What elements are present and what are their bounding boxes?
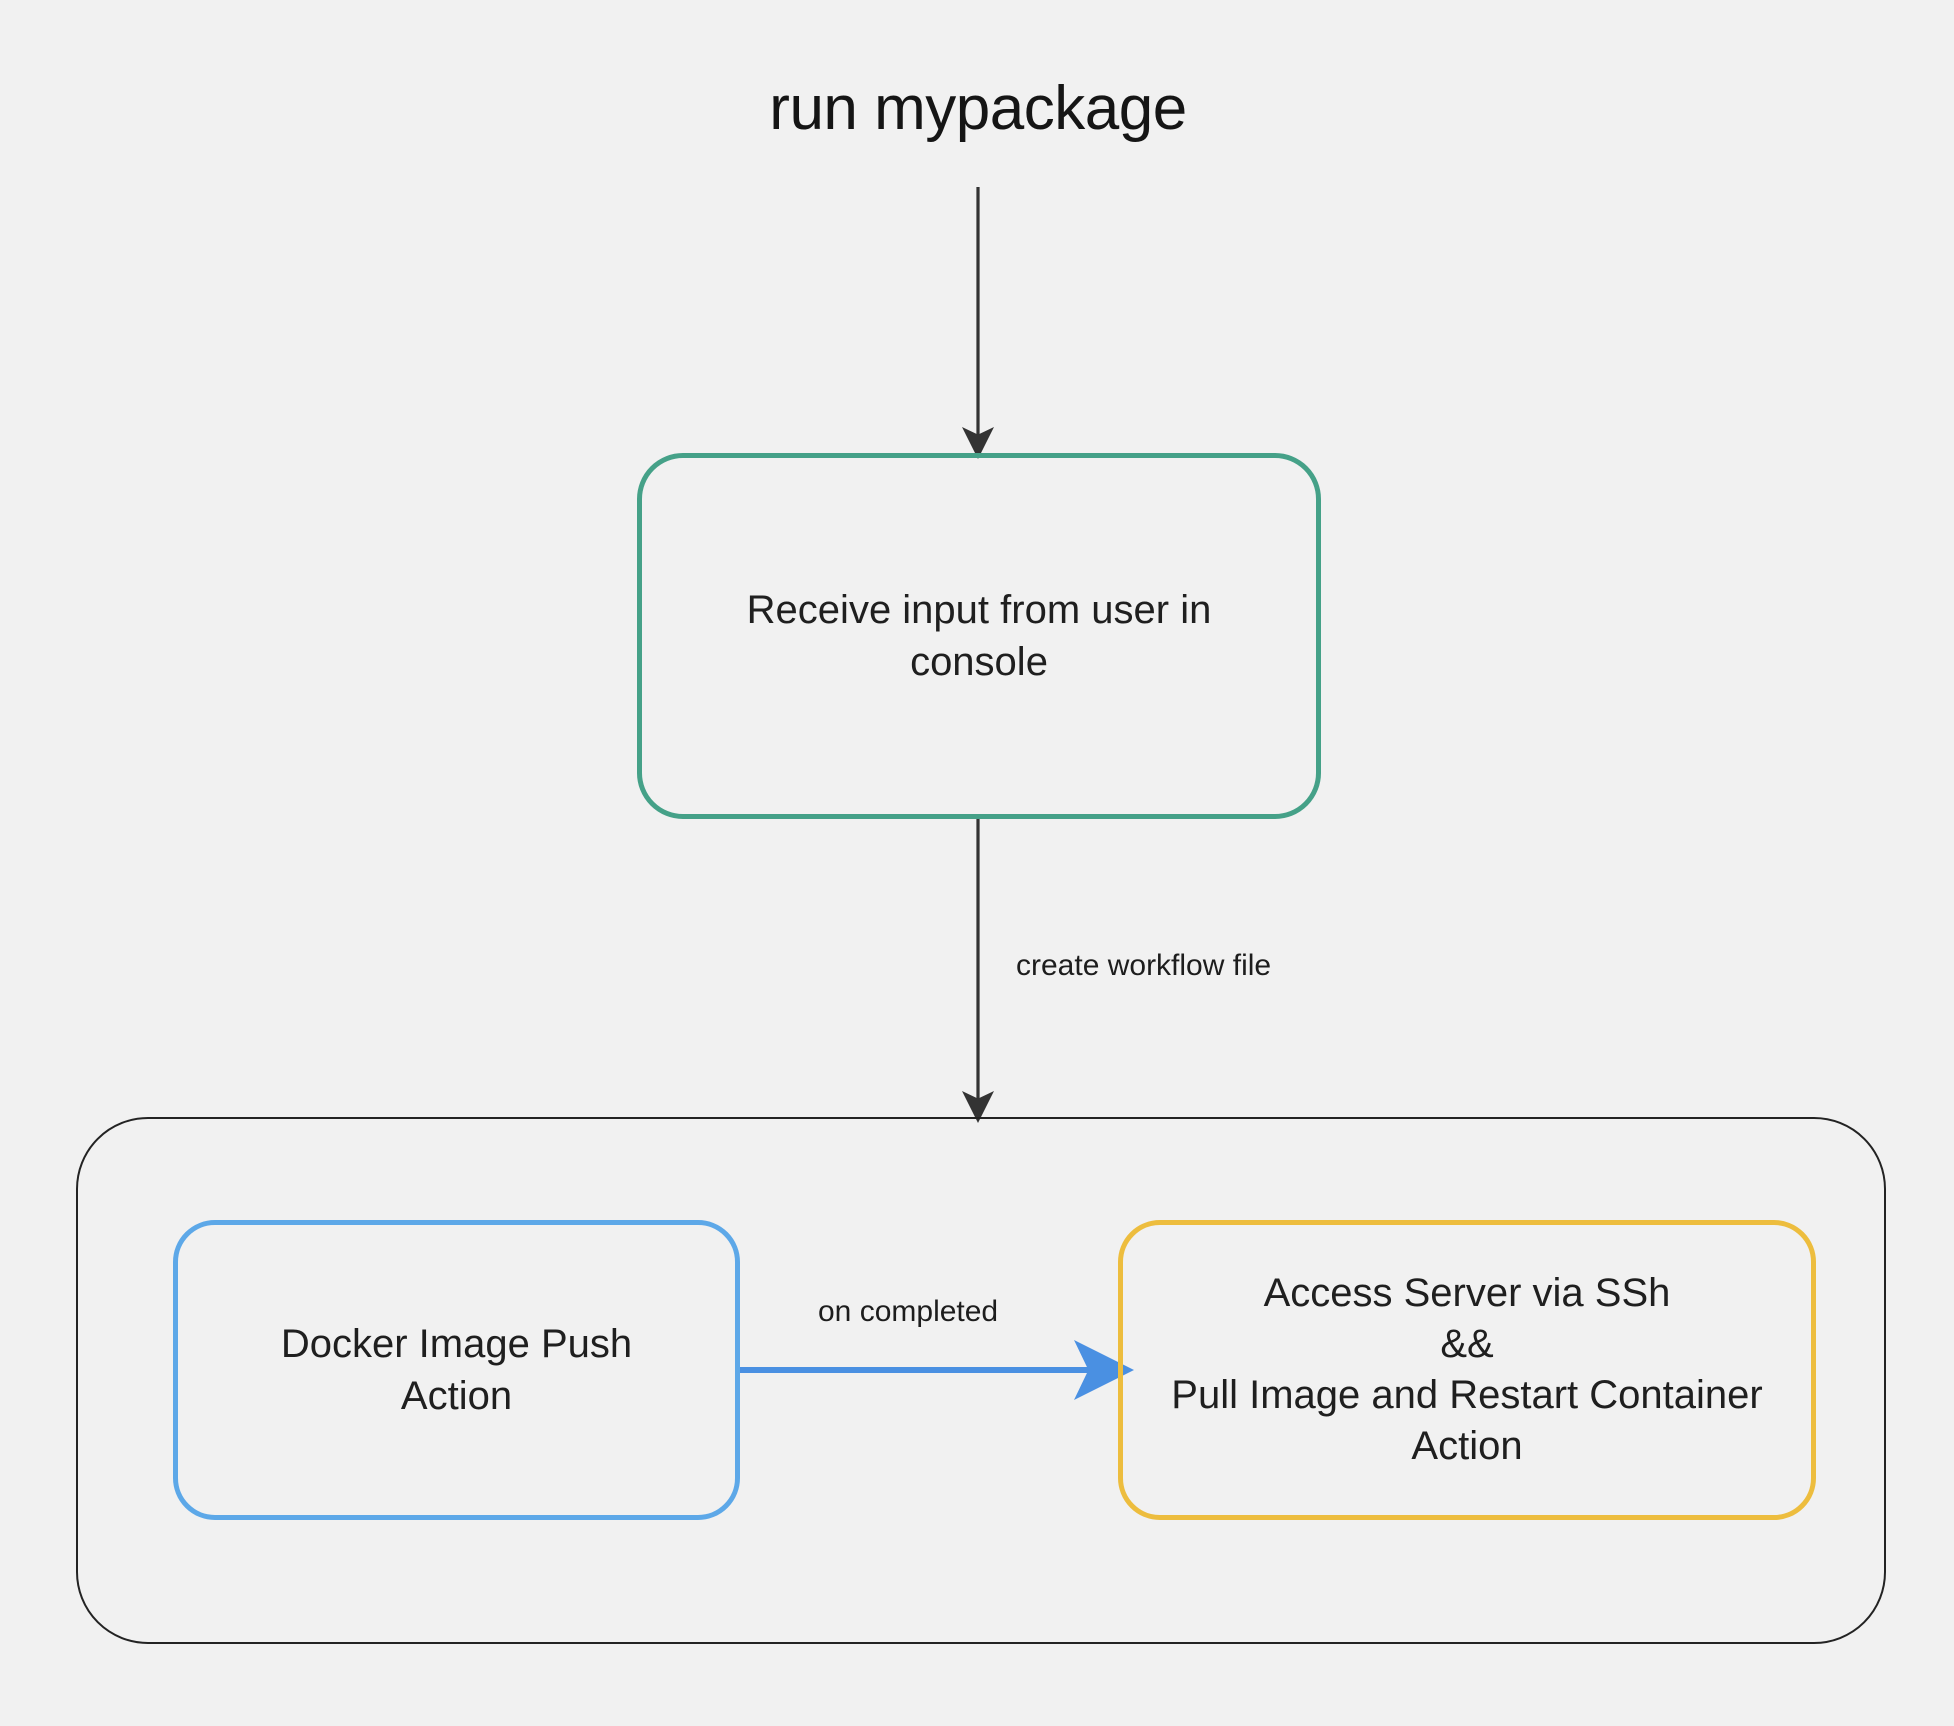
node-docker-push-line-2: Action [400, 1374, 513, 1418]
node-receive-input-label: Receive input from user in console [747, 584, 1212, 688]
node-access-server-via-ssh-action[interactable]: Access Server via SSh && Pull Image and … [1118, 1220, 1816, 1520]
node-docker-image-push-action[interactable]: Docker Image Push Action [173, 1220, 740, 1520]
node-ssh-pull-line-3: Pull Image and Restart Container [1171, 1373, 1763, 1417]
node-ssh-pull-line-1: Access Server via SSh [1263, 1270, 1671, 1315]
edge-label-create-workflow-file: create workflow file [1008, 947, 1280, 985]
node-docker-push-line-1: Docker Image Push [280, 1322, 633, 1366]
edge-label-on-completed: on completed [810, 1293, 1007, 1331]
node-access-server-via-ssh-action-label: Access Server via SSh && Pull Image and … [1171, 1268, 1762, 1473]
page-title: run mypackage [769, 73, 1187, 143]
node-ssh-pull-line-4: Action [1411, 1424, 1523, 1469]
workflow-file-container[interactable] [76, 1117, 1886, 1644]
node-receive-input-line-1: Receive input from user in [746, 588, 1212, 632]
node-docker-image-push-action-label: Docker Image Push Action [281, 1318, 632, 1422]
node-ssh-pull-line-2: && [1440, 1321, 1494, 1366]
node-receive-input[interactable]: Receive input from user in console [637, 453, 1321, 819]
node-receive-input-line-2: console [910, 640, 1048, 684]
